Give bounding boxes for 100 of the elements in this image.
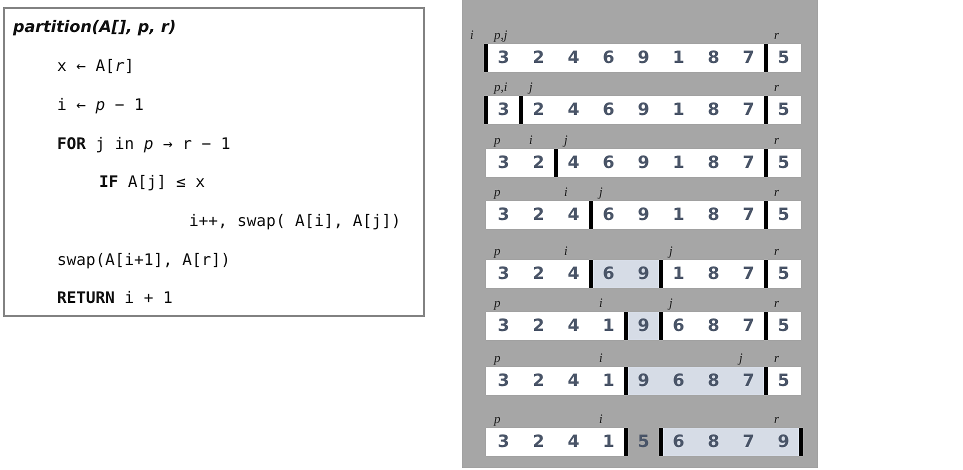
code-line: RETURN i + 1 xyxy=(57,288,173,308)
pointer-label: i xyxy=(564,185,568,199)
array-cell: 8 xyxy=(696,201,731,229)
array-cell: 6 xyxy=(591,201,626,229)
array-cell: 4 xyxy=(556,428,591,456)
code-line: i++, swap( A[i], A[j]) xyxy=(189,211,401,231)
pointer-label: i xyxy=(599,412,603,426)
array-cell: 1 xyxy=(591,428,626,456)
array-cell: 1 xyxy=(661,44,696,72)
function-heading: partition(A[], p, r) xyxy=(13,17,176,37)
array-cell: 1 xyxy=(661,260,696,288)
pointer-label: p xyxy=(494,351,500,365)
code-line: x ← A[r] xyxy=(57,56,134,76)
array-cell: 1 xyxy=(661,201,696,229)
pointer-label: p xyxy=(494,412,500,426)
pointer-label: p xyxy=(494,133,500,147)
array-cell: 7 xyxy=(731,428,766,456)
array-cell: 3 xyxy=(486,149,521,177)
pointer-label: p,i xyxy=(494,80,508,94)
array-cell: 6 xyxy=(591,260,626,288)
array-cell: 9 xyxy=(626,201,661,229)
array-cell: 9 xyxy=(626,96,661,124)
array-cell: 5 xyxy=(766,44,801,72)
array-cell-text: 5 xyxy=(636,431,650,454)
pointer-label: j xyxy=(564,133,568,147)
array-cell: 3 xyxy=(486,260,521,288)
array-cell: 6 xyxy=(661,428,696,456)
array-cell: 6 xyxy=(661,367,696,395)
array-cell: 8 xyxy=(696,428,731,456)
pointer-label: j xyxy=(599,185,603,199)
array-cell: 3 xyxy=(486,201,521,229)
array-cell: 5 xyxy=(766,260,801,288)
pointer-label: p,j xyxy=(494,28,508,42)
array-cell: 4 xyxy=(556,44,591,72)
array-cell: 2 xyxy=(521,149,556,177)
code-line: FOR j in p → r − 1 xyxy=(57,134,230,154)
array-cell: 6 xyxy=(591,149,626,177)
array-cell: 6 xyxy=(591,96,626,124)
pointer-label: r xyxy=(774,351,780,365)
array-cell: 7 xyxy=(731,201,766,229)
pointer-label: i xyxy=(564,244,568,258)
pointer-label: p xyxy=(494,185,500,199)
code-line: swap(A[i+1], A[r]) xyxy=(57,250,230,270)
array-cell: 5 xyxy=(766,367,801,395)
code-line: i ← p − 1 xyxy=(57,95,144,115)
array-cell: 8 xyxy=(696,149,731,177)
array-cell: 4 xyxy=(556,367,591,395)
pointer-label: p xyxy=(494,296,500,310)
array-cell: 2 xyxy=(521,96,556,124)
pointer-label: r xyxy=(774,412,780,426)
array-cell: 8 xyxy=(696,260,731,288)
pointer-label: j xyxy=(669,296,673,310)
pointer-label: j xyxy=(529,80,533,94)
pointer-label: j xyxy=(669,244,673,258)
array-cell: 7 xyxy=(731,260,766,288)
pointer-label: r xyxy=(774,296,780,310)
pointer-label: i xyxy=(529,133,533,147)
pointer-label: i xyxy=(599,296,603,310)
array-cell: 2 xyxy=(521,201,556,229)
pointer-label: r xyxy=(774,80,780,94)
pointer-label: r xyxy=(774,133,780,147)
array-cell: 9 xyxy=(626,149,661,177)
array-cell: 9 xyxy=(626,367,661,395)
array-cell: 8 xyxy=(696,312,731,340)
array-cell: 5 xyxy=(766,201,801,229)
array-cell: 7 xyxy=(731,312,766,340)
array-cell: 3 xyxy=(486,312,521,340)
array-cell: 7 xyxy=(731,149,766,177)
pointer-label: r xyxy=(774,28,780,42)
code-line: IF A[j] ≤ x xyxy=(99,172,205,192)
array-cell: 4 xyxy=(556,312,591,340)
array-cell: 4 xyxy=(556,260,591,288)
array-cell: 1 xyxy=(661,96,696,124)
pointer-label: r xyxy=(774,185,780,199)
array-cell: 3 xyxy=(486,44,521,72)
array-cell: 3 xyxy=(486,428,521,456)
pointer-label: i xyxy=(599,351,603,365)
array-cell: 2 xyxy=(521,367,556,395)
array-cell: 8 xyxy=(696,44,731,72)
array-cell: 9 xyxy=(626,260,661,288)
array-cell: 9 xyxy=(766,428,801,456)
array-cell: 5 xyxy=(766,312,801,340)
array-cell: 7 xyxy=(731,44,766,72)
array-cell: 2 xyxy=(521,44,556,72)
array-cell: 4 xyxy=(556,96,591,124)
array-cell: 6 xyxy=(591,44,626,72)
pointer-label: j xyxy=(739,351,743,365)
array-cell: 1 xyxy=(591,367,626,395)
array-cell: 3 xyxy=(486,367,521,395)
array-cell: 1 xyxy=(591,312,626,340)
array-cell: 5 xyxy=(766,149,801,177)
array-cell: 7 xyxy=(731,96,766,124)
array-cell: 2 xyxy=(521,260,556,288)
array-cell: 8 xyxy=(696,367,731,395)
code-box xyxy=(3,7,425,317)
array-cell: 5 xyxy=(766,96,801,124)
array-cell: 2 xyxy=(521,312,556,340)
array-cell: 6 xyxy=(661,312,696,340)
array-cell: 4 xyxy=(556,201,591,229)
array-cell: 9 xyxy=(626,44,661,72)
